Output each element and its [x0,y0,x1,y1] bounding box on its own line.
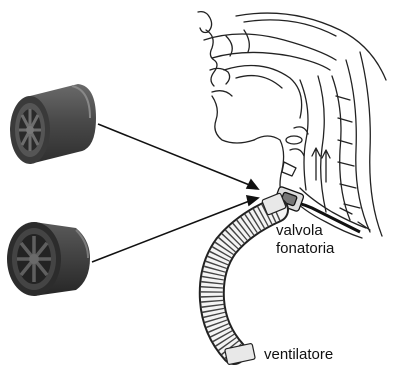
ventilator-tubing [212,193,286,365]
top-valve-image [10,84,96,164]
speaking-valve-label-line2: fonatoria [276,240,334,257]
speaking-valve-label-line1: valvola [276,222,323,239]
bottom-valve-image [7,222,90,296]
ventilator-label: ventilatore [264,346,333,363]
